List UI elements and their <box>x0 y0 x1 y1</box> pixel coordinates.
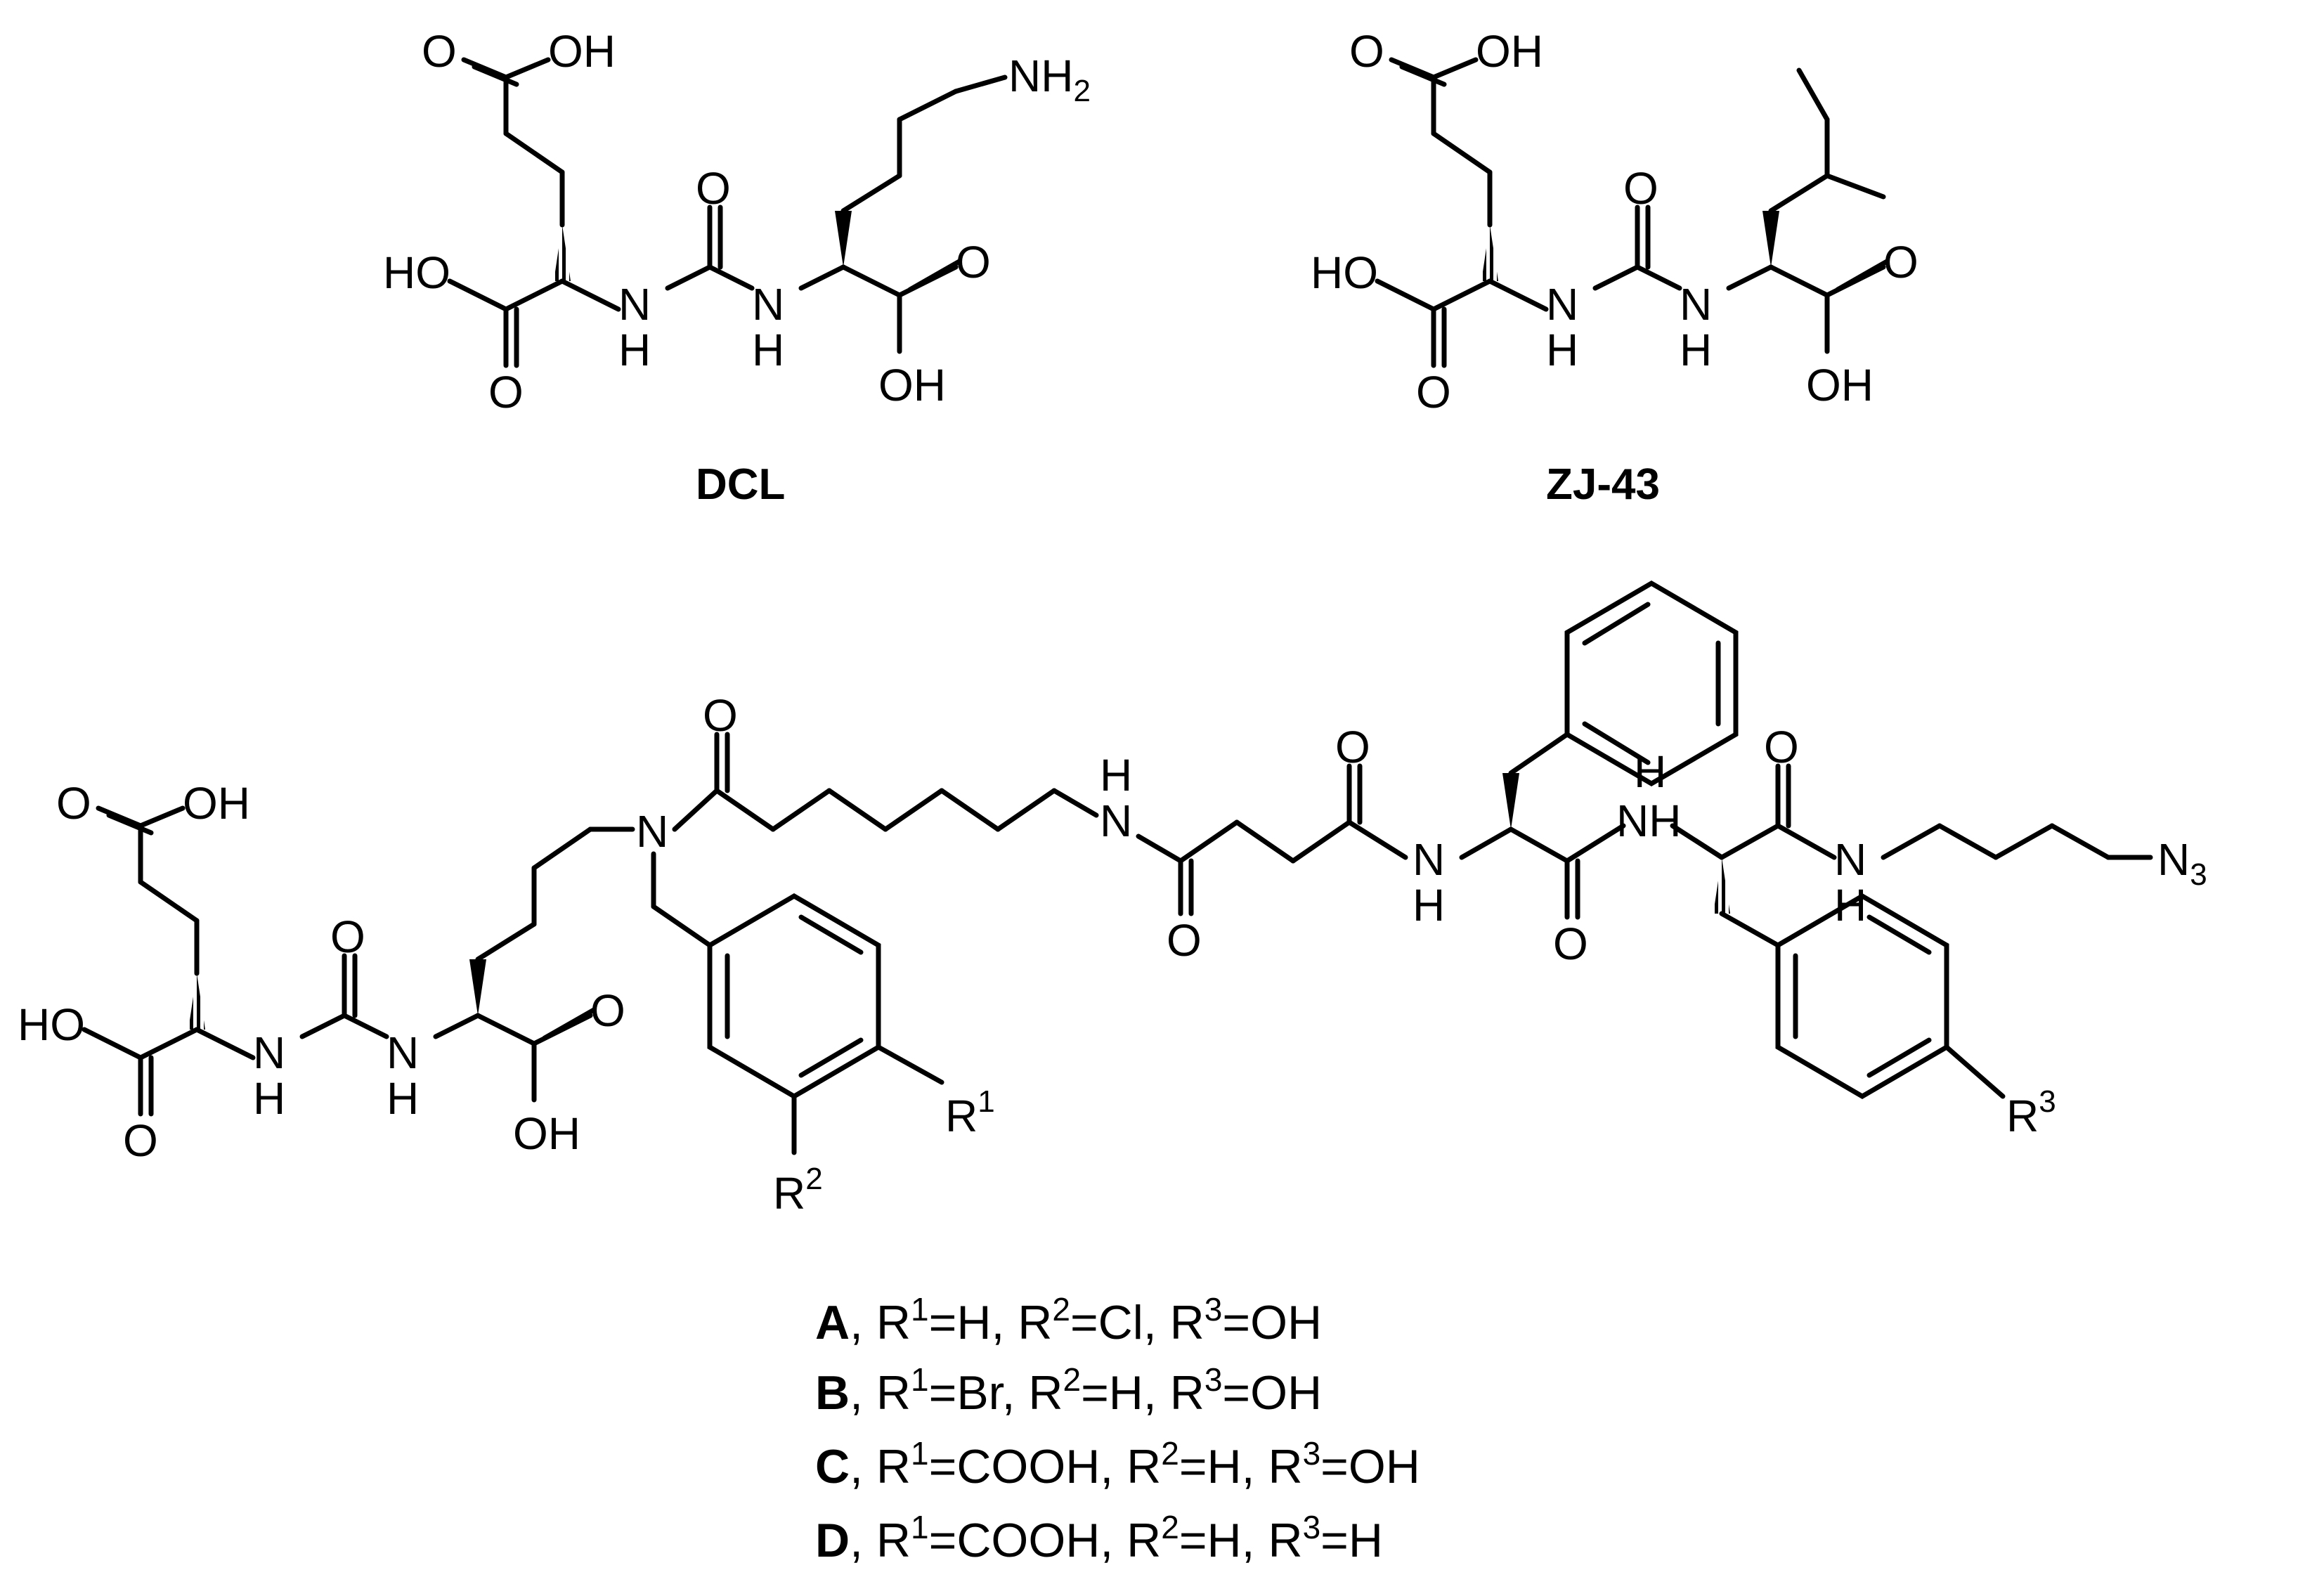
conj-o-bottom: O <box>123 1115 158 1166</box>
conj-h-phe: H <box>1413 880 1445 930</box>
legend-row-d: D, R1=COOH, R2=H, R3=H <box>815 1509 1383 1567</box>
conj-h-amide2: H <box>1100 750 1132 800</box>
conj-h-tyr: H <box>1634 746 1666 797</box>
dcl-oh-top: OH <box>548 26 616 77</box>
dcl-h-left: H <box>618 325 651 375</box>
conj-azide: N3 <box>2157 834 2207 892</box>
conj-o-urea: O <box>330 911 365 962</box>
conj-o-amide2: O <box>1167 915 1202 966</box>
r3-label: R3 <box>2006 1084 2056 1141</box>
legend-row-a: A, R1=H, R2=Cl, R3=OH <box>815 1291 1322 1349</box>
conj-o-top: O <box>56 778 91 829</box>
conj-n-left: N <box>253 1027 285 1078</box>
dcl-nh2: NH2 <box>1008 51 1091 108</box>
legend-row-b: B, R1=Br, R2=H, R3=OH <box>815 1361 1322 1420</box>
dcl-oh-bottom: OH <box>878 360 946 410</box>
legend-row-c: C, R1=COOH, R2=H, R3=OH <box>815 1435 1420 1493</box>
dcl-n-right: N <box>752 279 784 330</box>
conjugate-structure <box>82 580 2153 1155</box>
conj-oh-top: OH <box>183 778 250 829</box>
zj43-n-left: N <box>1546 279 1578 330</box>
zj43-ho-left: HO <box>1311 247 1378 298</box>
conj-h-left: H <box>253 1073 285 1124</box>
dcl-o-top: O <box>422 26 457 77</box>
conj-o-succ: O <box>1335 722 1370 772</box>
zj43-oh-bottom: OH <box>1806 360 1874 410</box>
conj-o-tyr: O <box>1764 722 1799 772</box>
zj43-h-right: H <box>1680 325 1712 375</box>
zj43-oh-top: OH <box>1476 26 1543 77</box>
dcl-structure <box>447 57 1008 368</box>
conj-n-tertiary: N <box>636 806 668 857</box>
dcl-o-urea: O <box>696 163 731 214</box>
conj-o-phe: O <box>1553 919 1588 969</box>
conj-o-amide1: O <box>703 690 738 741</box>
conj-ho-left: HO <box>18 999 85 1050</box>
conj-n-right: N <box>387 1027 419 1078</box>
conj-n-end: N <box>1834 834 1866 885</box>
conj-n-phe: N <box>1413 834 1445 885</box>
compound-label-zj43: ZJ-43 <box>1546 460 1660 509</box>
dcl-o-right: O <box>956 237 991 287</box>
dcl-ho-left: HO <box>383 247 450 298</box>
r1-label: R1 <box>945 1084 995 1141</box>
zj43-n-right: N <box>1680 279 1712 330</box>
conj-n-amide2: N <box>1100 796 1132 846</box>
dcl-o-bottom: O <box>488 367 524 417</box>
compound-label-dcl: DCL <box>696 460 785 509</box>
dcl-n-left: N <box>618 279 651 330</box>
zj43-o-right: O <box>1883 237 1918 287</box>
conj-h-end: H <box>1834 880 1866 930</box>
zj43-h-left: H <box>1546 325 1578 375</box>
zj43-structure <box>1375 57 1890 368</box>
r2-label: R2 <box>773 1162 823 1219</box>
conj-h-right: H <box>387 1073 419 1124</box>
zj43-o-urea: O <box>1623 163 1658 214</box>
dcl-h-right: H <box>752 325 784 375</box>
conj-nh-tyr: NH <box>1616 796 1681 846</box>
conj-o-lys: O <box>590 985 625 1036</box>
zj43-o-top: O <box>1349 26 1384 77</box>
substituent-legend: A, R1=H, R2=Cl, R3=OH B, R1=Br, R2=H, R3… <box>815 1291 1420 1567</box>
conj-oh-lys: OH <box>513 1108 580 1159</box>
zj43-o-bottom: O <box>1416 367 1451 417</box>
